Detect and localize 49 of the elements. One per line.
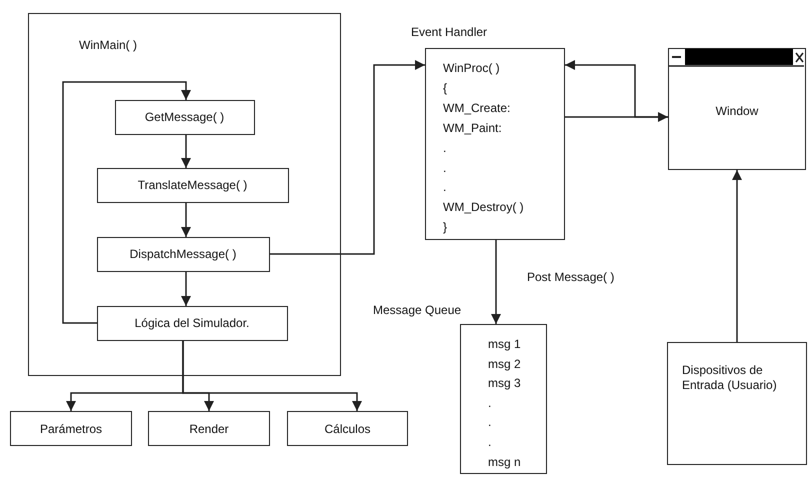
window-label: Window xyxy=(714,104,760,119)
function-name: WinMain( ) xyxy=(79,38,138,53)
panel-heading: Event Handler xyxy=(411,25,488,40)
edge-label: Post Message( ) xyxy=(527,270,614,285)
code-line: . xyxy=(488,415,492,430)
arrow xyxy=(270,60,425,255)
process-box xyxy=(96,168,288,202)
arrow xyxy=(182,341,362,411)
code-line: . xyxy=(488,435,492,450)
code-line: WM_Create: xyxy=(443,100,510,116)
code-line: . xyxy=(443,180,446,196)
arrow xyxy=(732,170,742,342)
code-line: WM_Destroy( ) xyxy=(443,200,524,216)
code-line: msg n xyxy=(488,454,521,470)
code-line: . xyxy=(443,140,446,156)
box-label: Cálculos xyxy=(324,422,371,436)
arrow xyxy=(62,81,191,324)
box-label: Render xyxy=(189,422,229,436)
arrow xyxy=(181,203,191,237)
box-label: Lógica del Simulador. xyxy=(134,316,250,330)
process-box xyxy=(96,306,288,340)
code-line: msg 1 xyxy=(488,337,521,352)
code-line: } xyxy=(443,220,448,236)
code-line: msg 2 xyxy=(488,356,521,372)
device-label: Dispositivos de Entrada (Usuario) xyxy=(682,363,778,393)
code-line: . xyxy=(443,160,446,176)
box-label: TranslateMessage( ) xyxy=(138,178,248,192)
arrow xyxy=(565,60,668,118)
code-line: . xyxy=(488,396,492,411)
code-line: { xyxy=(443,80,448,96)
process-box xyxy=(287,411,408,446)
device-box xyxy=(667,342,807,465)
process-box xyxy=(148,411,270,446)
box-label: Parámetros xyxy=(40,422,102,436)
box-label: DispatchMessage( ) xyxy=(130,247,236,261)
function-frame xyxy=(28,13,341,376)
code-line: msg 3 xyxy=(488,376,521,392)
code-line: WM_Paint: xyxy=(443,120,502,136)
code-line: WinProc( ) xyxy=(443,61,500,76)
arrow xyxy=(491,240,501,324)
window-drawing xyxy=(668,48,806,170)
process-box xyxy=(10,411,132,446)
arrow xyxy=(181,135,191,168)
arrow xyxy=(565,112,668,122)
panel-heading: Message Queue xyxy=(373,303,462,318)
process-box xyxy=(114,100,254,134)
box-label: GetMessage( ) xyxy=(144,110,224,124)
arrow xyxy=(181,272,191,306)
process-box xyxy=(96,236,270,272)
